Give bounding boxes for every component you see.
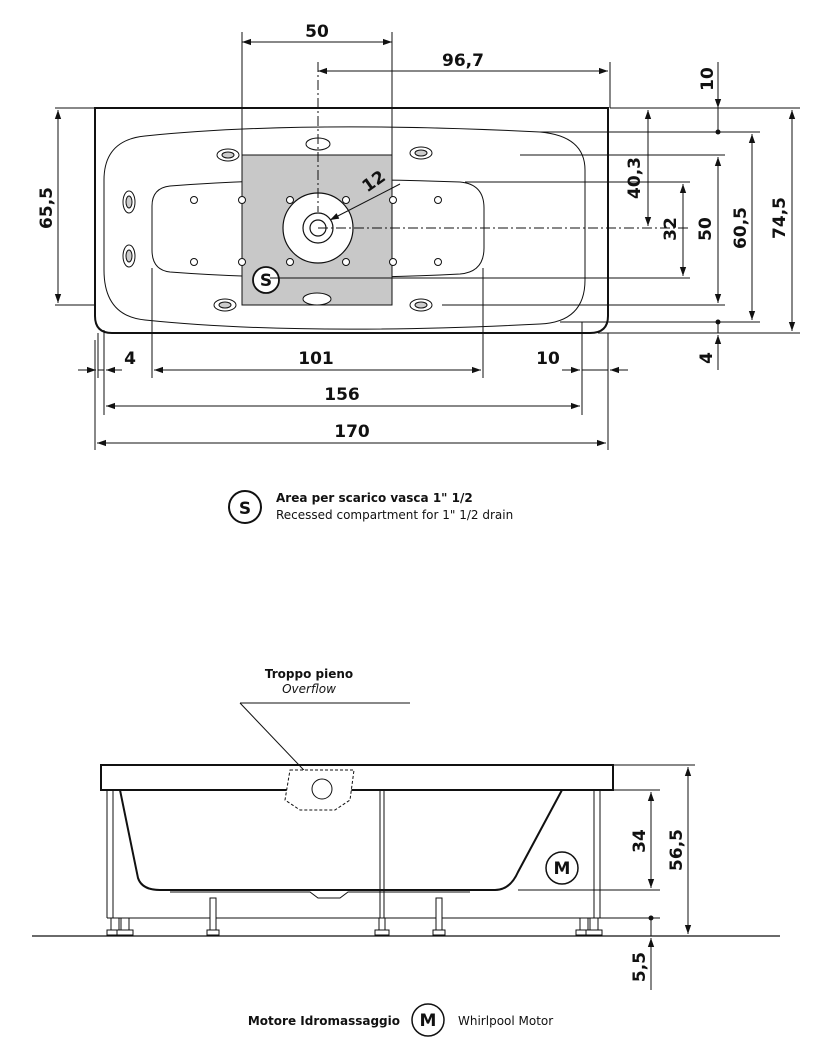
tub-rim-side (100, 764, 614, 791)
jet (218, 301, 232, 309)
jet (125, 249, 133, 263)
dim-32: 32 (661, 217, 681, 241)
overflow-label: Troppo pieno (265, 667, 353, 681)
overflow-circle (311, 778, 333, 800)
dim-101: 101 (298, 349, 334, 369)
jets (122, 137, 433, 312)
legend-motor-symbol-text: M (420, 1011, 437, 1031)
legend-motor-label-en: Whirlpool Motor (458, 1014, 553, 1028)
dim-96-7: 96,7 (442, 51, 484, 71)
legend-drain: S Area per scarico vasca 1" 1/2 Recessed… (228, 490, 513, 524)
dim-50-right: 50 (696, 217, 716, 241)
frame (106, 790, 601, 919)
legend-drain-symbol (228, 490, 262, 524)
top-view: S (37, 22, 800, 450)
dim-10-right-top: 10 (698, 67, 718, 91)
jet (125, 195, 133, 209)
tub-body-side (119, 789, 563, 891)
dim-74-5: 74,5 (770, 197, 790, 239)
dim-65-5: 65,5 (37, 187, 57, 229)
legend-drain-symbol-text: S (239, 499, 251, 519)
dim-4-left: 4 (124, 349, 136, 369)
legend-drain-title: Area per scarico vasca 1" 1/2 (276, 491, 473, 505)
dim-156: 156 (324, 385, 360, 405)
side-view: Troppo pieno Overflow (32, 667, 780, 990)
air-holes (190, 196, 442, 266)
drain-symbol-circle (252, 266, 280, 294)
dim-5-5: 5,5 (630, 952, 650, 982)
dim-50-top: 50 (305, 22, 329, 42)
drain-symbol-text: S (260, 271, 272, 291)
dim-34: 34 (630, 829, 650, 853)
tub-inner-rim (103, 126, 586, 330)
legend-drain-subtitle: Recessed compartment for 1" 1/2 drain (276, 508, 513, 522)
motor-symbol-text: M (554, 859, 571, 879)
legend-motor-symbol (411, 1003, 445, 1037)
dim-4-right: 4 (697, 352, 717, 364)
motor-symbol (545, 851, 579, 885)
jet (414, 149, 428, 157)
overflow-label-en: Overflow (282, 682, 336, 696)
dim-40-3: 40,3 (625, 157, 645, 199)
jet (221, 151, 235, 159)
legend-motor: Motore Idromassaggio M Whirlpool Motor (248, 1003, 553, 1037)
handle-bottom (302, 292, 332, 306)
extension-lines (55, 32, 800, 450)
legend-motor-label-it: Motore Idromassaggio (248, 1014, 400, 1028)
dim-170: 170 (334, 422, 370, 442)
dim-60-5: 60,5 (731, 207, 751, 249)
tub-outline-top (94, 107, 609, 334)
dim-56-5: 56,5 (667, 829, 687, 871)
dim-10-bottom: 10 (536, 349, 560, 369)
dimension-lines (54, 38, 796, 447)
feet (106, 897, 603, 936)
jet (414, 301, 428, 309)
